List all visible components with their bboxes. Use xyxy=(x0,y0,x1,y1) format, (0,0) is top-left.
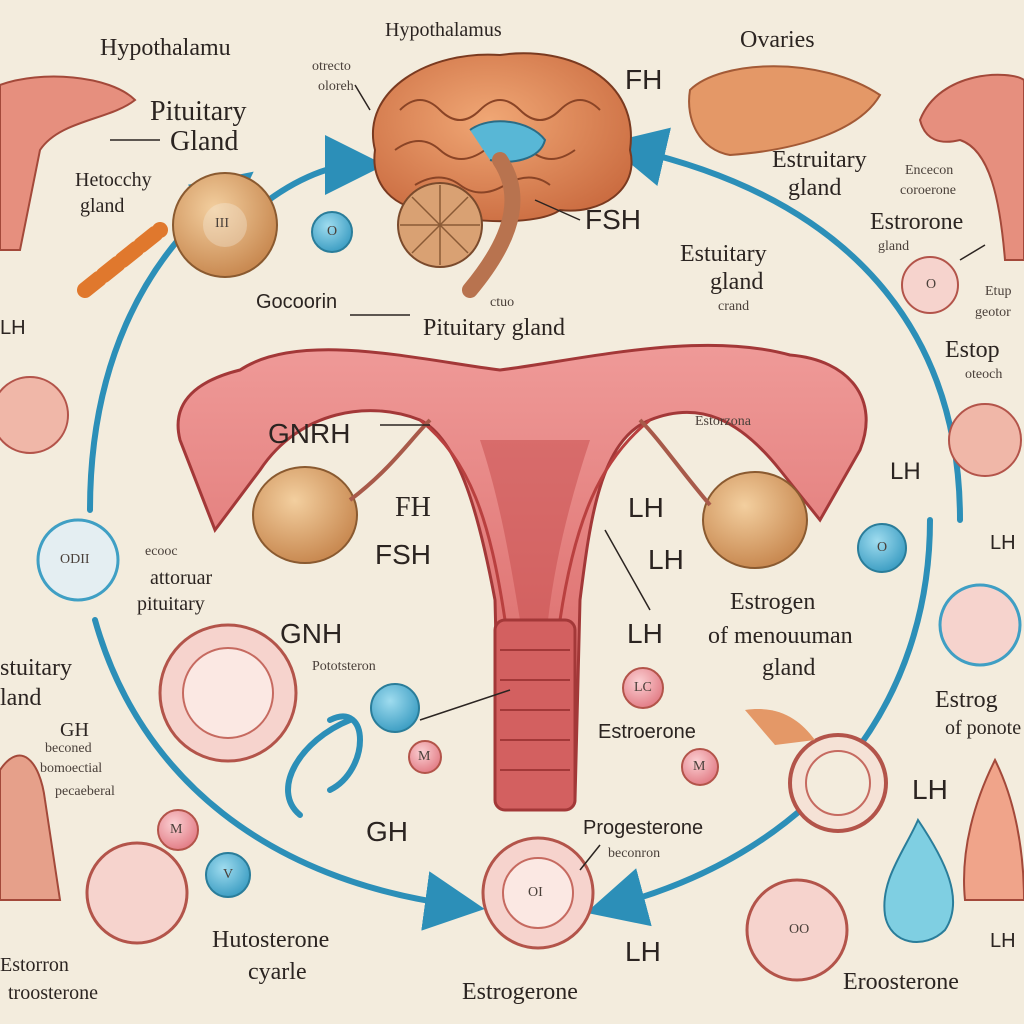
label-gnrh: GNRH xyxy=(268,418,351,449)
label-estrorone: Estrorone xyxy=(870,209,964,235)
marker-text-8: M xyxy=(170,822,183,837)
label-encecon-2: coroerone xyxy=(900,183,956,198)
arrow-bottom-left xyxy=(92,617,485,931)
marker-text-12: OO xyxy=(789,922,810,937)
marker-2 xyxy=(311,211,353,253)
marker-7 xyxy=(370,683,420,733)
label-pituitary-left-2: pituitary xyxy=(137,593,205,615)
label-fsh-mid: FSH xyxy=(375,539,431,570)
label-pototsteron: Pototsteron xyxy=(312,659,376,674)
label-hypothalamus-center: Hypothalamus xyxy=(385,19,502,41)
marker-text-6: M xyxy=(693,759,706,774)
arrow-hook-lower xyxy=(327,713,363,793)
label-estrog-right-2: of ponote xyxy=(945,717,1022,739)
marker-9 xyxy=(205,852,251,898)
marker-text-9: V xyxy=(223,867,234,882)
marker-text-3: O xyxy=(877,540,888,555)
label-brain-tiny-2: oloreh xyxy=(318,79,354,94)
label-hutosterone-1: Hutosterone xyxy=(212,927,330,953)
label-estruitary-1: Estruitary xyxy=(772,147,867,173)
label-lh-right-edge: LH xyxy=(990,532,1016,554)
label-gh-left-sub-2: bomoectial xyxy=(40,761,103,776)
marker-text-11: ODII xyxy=(60,552,90,567)
label-progesterone-sub: beconron xyxy=(608,846,661,861)
marker-text-5: M xyxy=(418,749,431,764)
label-gocoorin: Gocoorin xyxy=(256,291,338,313)
brain-illustration xyxy=(372,52,633,298)
label-lh-center-1: LH xyxy=(628,492,664,523)
hormone-markers xyxy=(157,203,907,898)
label-lh-center-2: LH xyxy=(648,544,684,575)
label-stuitary-left-1: stuitary xyxy=(0,655,72,681)
label-ovaries: Ovaries xyxy=(740,27,815,53)
label-estorzona: Estorzona xyxy=(695,414,751,429)
marker-text-4: LC xyxy=(634,680,652,695)
label-lh-lower-right: LH xyxy=(912,774,948,805)
marker-5 xyxy=(408,740,442,774)
label-lh-center-3: LH xyxy=(627,618,663,649)
marker-text-10: O xyxy=(926,277,937,292)
label-estorron: Estorron xyxy=(0,954,69,976)
label-estrog-right-1: Estrog xyxy=(935,687,998,713)
marker-text-2: O xyxy=(327,224,338,239)
label-gh-left-sub-1: beconed xyxy=(45,741,92,756)
label-estopre-2: geotor xyxy=(975,305,1011,320)
label-estroerone-center: Estroerone xyxy=(598,721,696,743)
label-hetocchy-2: gland xyxy=(80,195,125,217)
label-encecon-1: Encecon xyxy=(905,163,954,178)
label-ctuo-tiny: ctuo xyxy=(490,295,515,310)
marker-4 xyxy=(622,667,664,709)
label-estop-sub: oteoch xyxy=(965,367,1003,382)
label-gland-tiny-1: gland xyxy=(878,239,910,254)
label-lh-right: LH xyxy=(890,458,921,485)
label-troosterone: troosterone xyxy=(8,982,98,1004)
label-estopre-1: Etup xyxy=(985,284,1012,299)
marker-text-7: OI xyxy=(528,885,543,900)
label-gh-left: GH xyxy=(60,719,89,741)
label-estrogen-2: of menouuman xyxy=(708,623,853,649)
label-pituitary-left-1: attoruar xyxy=(150,567,213,589)
side-illustrations xyxy=(0,65,1024,982)
label-pituitary-gland-2: Gland xyxy=(170,126,239,157)
label-lh-bottom-right: LH xyxy=(990,930,1016,952)
marker-6 xyxy=(681,748,719,786)
label-pituitary-gland-1: Pituitary xyxy=(150,96,247,127)
label-pituitary-gland-center: Pituitary gland xyxy=(423,315,565,341)
marker-8 xyxy=(157,809,199,851)
arrow-left-lower xyxy=(285,717,353,818)
label-lh-left-edge: LH xyxy=(0,317,26,339)
label-gland-tiny-2: crand xyxy=(718,299,750,314)
marker-3 xyxy=(857,523,907,573)
label-brain-tiny-1: otrecto xyxy=(312,59,351,74)
label-estuitary-mid-2: gland xyxy=(710,269,764,295)
label-estrogerone-bottom: Estrogerone xyxy=(462,979,578,1005)
label-hetocchy-1: Hetocchy xyxy=(75,169,152,191)
label-estruitary-2: gland xyxy=(788,175,842,201)
label-estrogen-3: gland xyxy=(762,655,816,681)
label-stuitary-left-2: land xyxy=(0,685,42,711)
label-hutosterone-2: cyarle xyxy=(248,959,307,985)
label-progesterone: Progesterone xyxy=(583,817,704,839)
label-estrogen-1: Estrogen xyxy=(730,589,816,615)
marker-1 xyxy=(203,203,247,247)
label-gh: GH xyxy=(366,816,408,847)
label-gh-left-sub-3: pecaeberal xyxy=(55,784,115,799)
label-pituitary-left-0: ecooc xyxy=(145,544,178,559)
label-fh-mid: FH xyxy=(395,492,431,523)
label-fh-top: FH xyxy=(625,64,663,95)
label-fsh-brain: FSH xyxy=(585,204,641,235)
label-estop-right: Estop xyxy=(945,337,1000,363)
label-eroosterone: Eroosterone xyxy=(843,969,959,995)
label-gnh: GNH xyxy=(280,618,343,649)
label-hypothalamus-left: Hypothalamu xyxy=(100,35,231,61)
label-estuitary-mid-1: Estuitary xyxy=(680,241,767,267)
label-lh-bottom-center: LH xyxy=(625,936,661,967)
marker-text-1: III xyxy=(215,216,229,231)
leader-lines xyxy=(110,84,986,871)
uterus-illustration xyxy=(176,343,868,812)
